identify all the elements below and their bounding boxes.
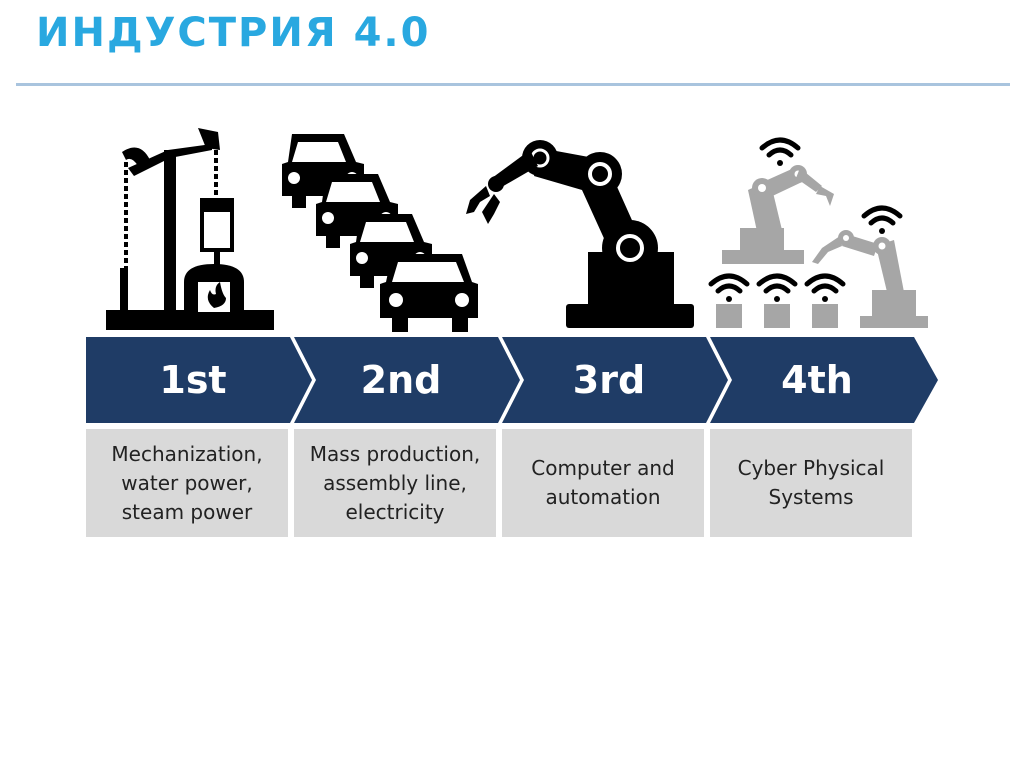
stage-label-3rd: 3rd [529, 358, 689, 402]
title-divider [16, 83, 1010, 86]
stage-description-4th: Cyber Physical Systems [710, 429, 912, 537]
page-title: ИНДУСТРИЯ 4.0 [36, 10, 430, 56]
cars-assembly-icon [282, 134, 478, 332]
stage-description-1st: Mechanization, water power, steam power [86, 429, 288, 537]
steam-pump-icon [106, 128, 274, 330]
connected-robots-icon [711, 140, 928, 328]
stage-illustrations [0, 110, 1024, 340]
stage-description-2nd: Mass production, assembly line, electric… [294, 429, 496, 537]
stage-label-1st: 1st [113, 358, 273, 402]
stage-label-4th: 4th [737, 358, 897, 402]
robot-arm-icon [466, 140, 694, 328]
stage-label-2nd: 2nd [321, 358, 481, 402]
stage-description-3rd: Computer and automation [502, 429, 704, 537]
